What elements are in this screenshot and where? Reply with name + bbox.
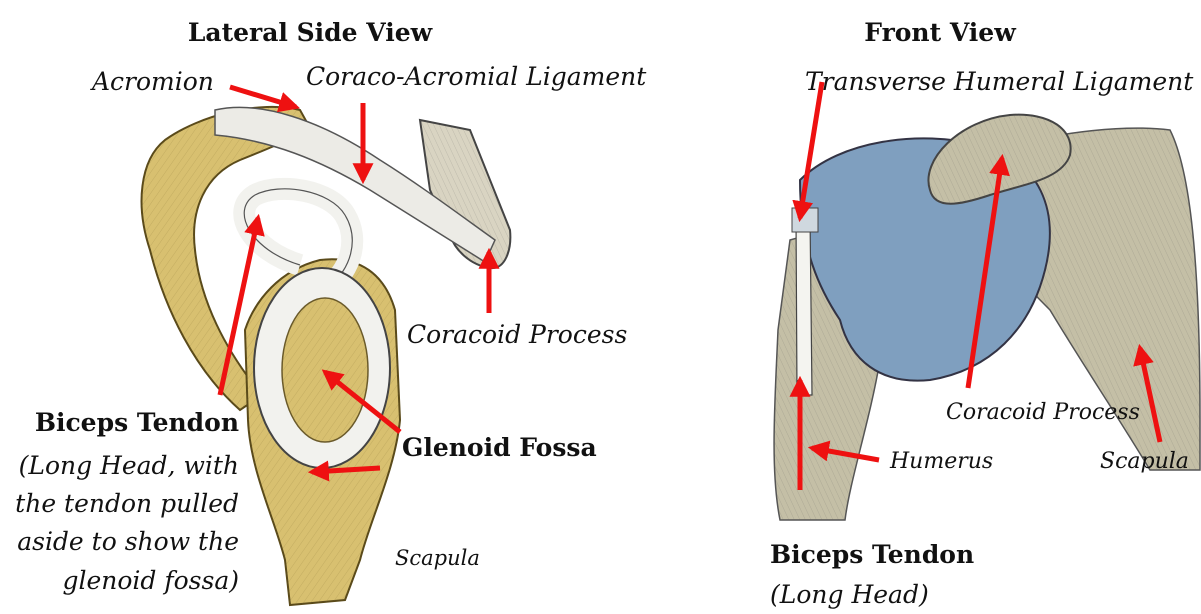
front-biceps-tendon — [796, 215, 812, 395]
label-transverse-humeral-ligament: Transverse Humeral Ligament — [805, 67, 1193, 97]
label-scapula-lateral: Scapula — [395, 543, 480, 573]
arrow-acromion — [230, 87, 296, 107]
biceps-note-line-2: the tendon pulled — [0, 489, 239, 519]
label-biceps-tendon-front: Biceps Tendon — [770, 540, 974, 570]
biceps-note-line-3: aside to show the — [0, 527, 239, 557]
label-scapula-front: Scapula — [1100, 447, 1189, 477]
biceps-note-line-1: (Long Head, with — [0, 451, 239, 481]
front-view-title: Front View — [820, 18, 1060, 48]
biceps-note-front: (Long Head) — [770, 580, 929, 610]
label-coracoid-process-front: Coracoid Process — [946, 398, 1140, 428]
label-humerus: Humerus — [890, 447, 993, 477]
label-coraco-acromial-ligament: Coraco-Acromial Ligament — [306, 62, 646, 92]
label-biceps-tendon-lateral: Biceps Tendon — [0, 408, 239, 438]
transverse-humeral-ligament-band — [792, 208, 818, 232]
label-coracoid-process-lateral: Coracoid Process — [407, 320, 627, 350]
label-acromion: Acromion — [92, 67, 214, 97]
biceps-note-line-4: glenoid fossa) — [0, 566, 239, 596]
lateral-view-title: Lateral Side View — [150, 18, 470, 48]
label-glenoid-fossa: Glenoid Fossa — [402, 433, 597, 463]
